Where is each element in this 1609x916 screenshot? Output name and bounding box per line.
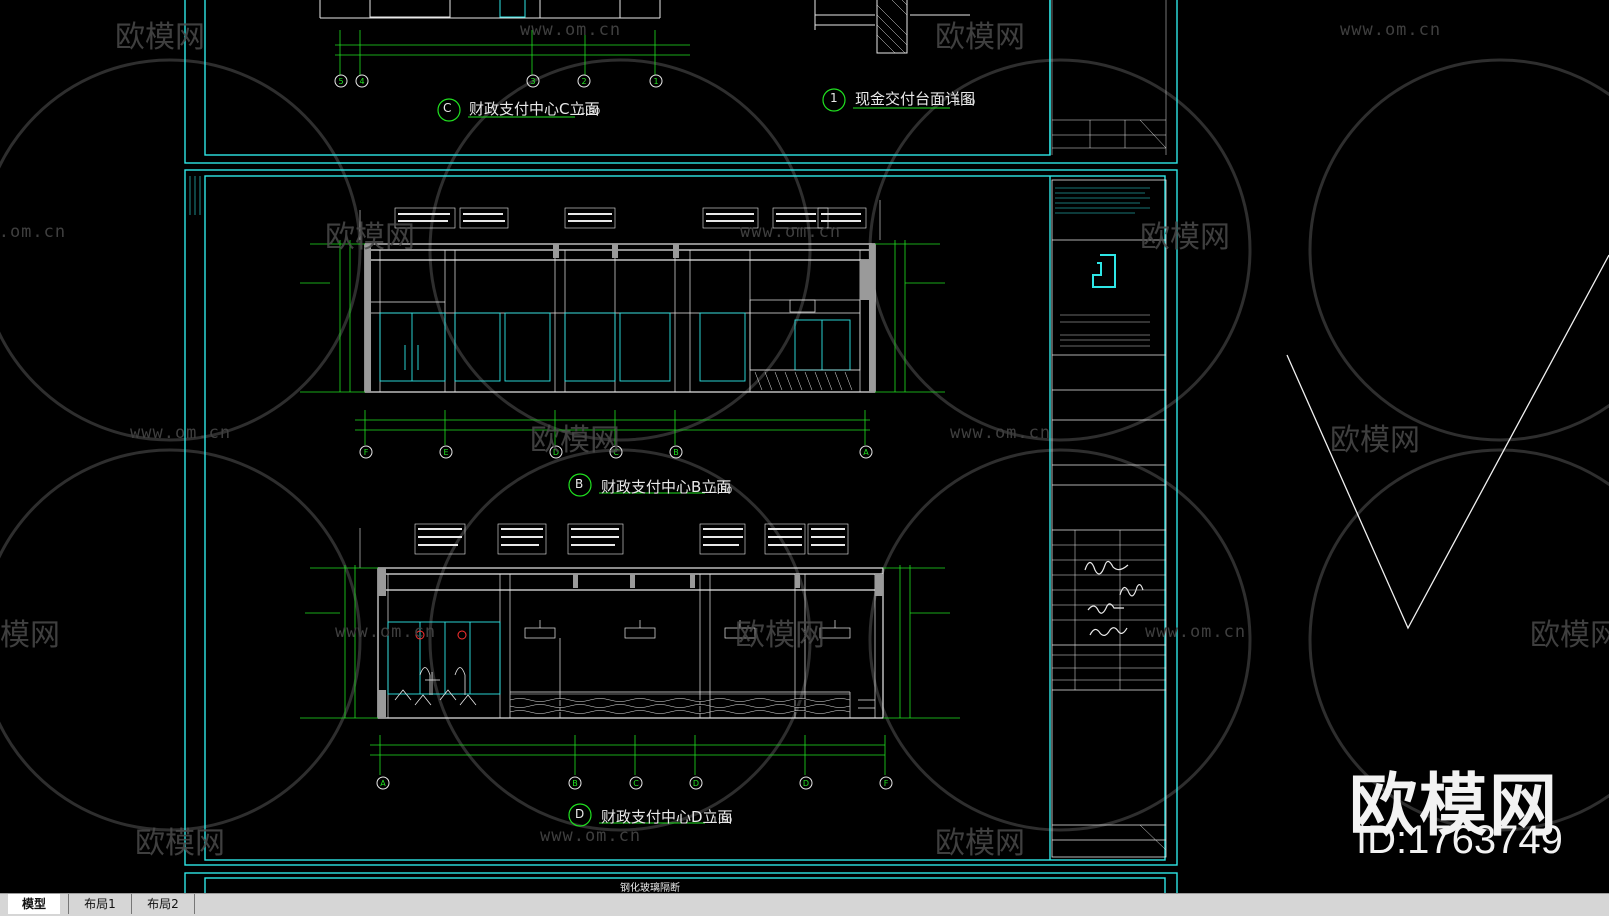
axis-label: F [884, 779, 889, 788]
axis-label: 3 [530, 77, 535, 86]
axis-label: B [572, 779, 578, 788]
axis-label: C [613, 448, 619, 457]
watermark-logo: 欧模网 [530, 423, 620, 458]
watermark-logo: 欧模网 [935, 826, 1025, 861]
elevation-d-scale: 1:50 [712, 816, 733, 826]
brand-name: 欧模网 [1348, 767, 1559, 846]
elevation-b-marker: B [575, 477, 584, 491]
elevation-c-scale: 1:50 [580, 107, 601, 117]
elevation-d-marker: D [575, 807, 585, 821]
axis-label: 4 [359, 77, 364, 86]
detail-1-marker: 1 [830, 91, 838, 105]
elevation-d-title: 财政支付中心D立面 [601, 808, 733, 826]
brand-id: ID:1763749 [1356, 818, 1563, 862]
watermark-url: www.om.cn [1145, 622, 1247, 642]
watermark-url: www.om.cn [540, 826, 642, 846]
watermark-url: www.om.cn [1340, 20, 1442, 40]
watermark-logo: 欧模网 [325, 220, 415, 255]
axis-label: 2 [581, 77, 586, 86]
watermark-logo: 欧模网 [935, 20, 1025, 55]
watermark-logo: 欧模网 [735, 618, 825, 653]
watermark-url: www.om.cn [740, 222, 842, 242]
watermark-logo: 欧模网 [1330, 423, 1420, 458]
axis-label: A [380, 779, 386, 788]
tab-model[interactable]: 模型 [8, 894, 60, 914]
watermark-logo: 欧模网 [115, 20, 205, 55]
detail-1-title: 现金交付台面详图 [855, 90, 976, 108]
elevation-c-marker: C [443, 101, 452, 115]
drawing-canvas[interactable]: 5 4 3 2 1 [0, 0, 1609, 893]
detail-1-scale: 1:10 [955, 98, 976, 108]
elevation-c-title: 财政支付中心C立面 [469, 100, 600, 118]
elevation-b-title: 财政支付中心B立面 [601, 478, 732, 496]
axis-label: C [633, 779, 639, 788]
watermark-url: www.om.cn [130, 423, 232, 443]
axis-label: 1 [653, 77, 658, 86]
watermark-logo: 欧模网 [135, 826, 225, 861]
layout-tab-bar: 模型 布局1 布局2 [0, 893, 1609, 916]
tab-layout-1[interactable]: 布局1 [68, 894, 132, 914]
axis-label: D [803, 779, 809, 788]
watermark-url: www.om.cn [520, 20, 622, 40]
axis-label: F [364, 448, 369, 457]
elevation-b-scale: 1:50 [712, 486, 733, 496]
tab-layout-2[interactable]: 布局2 [132, 894, 195, 914]
watermark-logo: 欧模网 [0, 618, 60, 653]
axis-label: E [443, 448, 448, 457]
axis-label: A [863, 448, 869, 457]
axis-label: D [693, 779, 699, 788]
watermark-url: www.om.cn [335, 622, 437, 642]
cad-drawing: 5 4 3 2 1 [0, 0, 1609, 893]
axis-label: D [553, 448, 559, 457]
watermark-url: www.om.cn [950, 423, 1052, 443]
bottom-sheet-label: 钢化玻璃隔断 [620, 883, 680, 893]
watermark-logo: 欧模网 [1140, 220, 1230, 255]
axis-label: 5 [338, 77, 343, 86]
watermark-logo: 欧模网 [1530, 618, 1609, 653]
watermark-url: www.om.cn [0, 222, 67, 242]
axis-label: B [673, 448, 679, 457]
